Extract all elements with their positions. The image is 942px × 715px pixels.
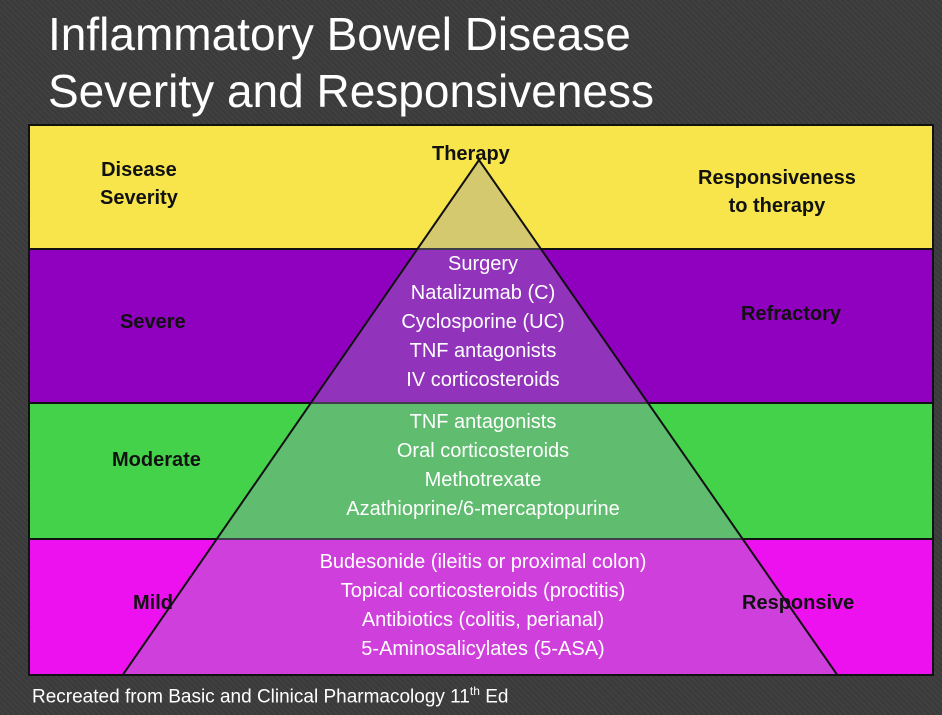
header-therapy-label: Therapy bbox=[432, 143, 510, 165]
header-response-line-1: Responsiveness bbox=[698, 167, 856, 189]
list-item: Antibiotics (colitis, perianal) bbox=[361, 609, 605, 631]
list-item: Oral corticosteroids bbox=[396, 440, 570, 462]
slide-title: Inflammatory Bowel Disease Severity and … bbox=[48, 6, 928, 120]
list-item: Azathioprine/6-mercaptopurine bbox=[346, 498, 620, 520]
list-item: Natalizumab (C) bbox=[410, 282, 556, 304]
citation-superscript: th bbox=[469, 684, 480, 698]
list-item: Topical corticosteroids (proctitis) bbox=[340, 580, 626, 602]
list-item: IV corticosteroids bbox=[406, 369, 560, 391]
response-refractory: Refractory bbox=[741, 303, 842, 325]
severity-severe: Severe bbox=[120, 311, 186, 333]
header-response-line-2: to therapy bbox=[728, 195, 826, 217]
citation-tail: Ed bbox=[479, 686, 509, 708]
severe-therapy-list: Surgery Natalizumab (C) Cyclosporine (UC… bbox=[183, 250, 783, 395]
citation-text: Recreated from Basic and Clinical Pharma… bbox=[32, 686, 470, 708]
list-item: 5-Aminosalicylates (5-ASA) bbox=[361, 638, 605, 660]
source-citation: Recreated from Basic and Clinical Pharma… bbox=[32, 684, 508, 708]
header-severity-label: Disease Severity bbox=[100, 156, 178, 212]
response-responsive: Responsive bbox=[742, 592, 855, 614]
list-item: Surgery bbox=[447, 253, 519, 275]
header-severity-line-2: Severity bbox=[100, 187, 178, 209]
title-line-1: Inflammatory Bowel Disease bbox=[48, 8, 631, 60]
list-item: TNF antagonists bbox=[409, 340, 557, 362]
list-item: Cyclosporine (UC) bbox=[401, 311, 565, 333]
severity-moderate: Moderate bbox=[112, 449, 201, 471]
header-severity-line-1: Disease bbox=[101, 159, 177, 181]
severity-mild: Mild bbox=[133, 592, 173, 614]
severity-diagram: Disease Severity Therapy Responsiveness … bbox=[28, 124, 934, 676]
list-item: Budesonide (ileitis or proximal colon) bbox=[319, 551, 647, 573]
list-item: TNF antagonists bbox=[409, 411, 557, 433]
title-line-2: Severity and Responsiveness bbox=[48, 65, 654, 117]
mild-therapy-list: Budesonide (ileitis or proximal colon) T… bbox=[183, 548, 783, 664]
list-item: Methotrexate bbox=[424, 469, 542, 491]
moderate-therapy-list: TNF antagonists Oral corticosteroids Met… bbox=[183, 408, 783, 524]
header-response-label: Responsiveness to therapy bbox=[698, 164, 856, 220]
